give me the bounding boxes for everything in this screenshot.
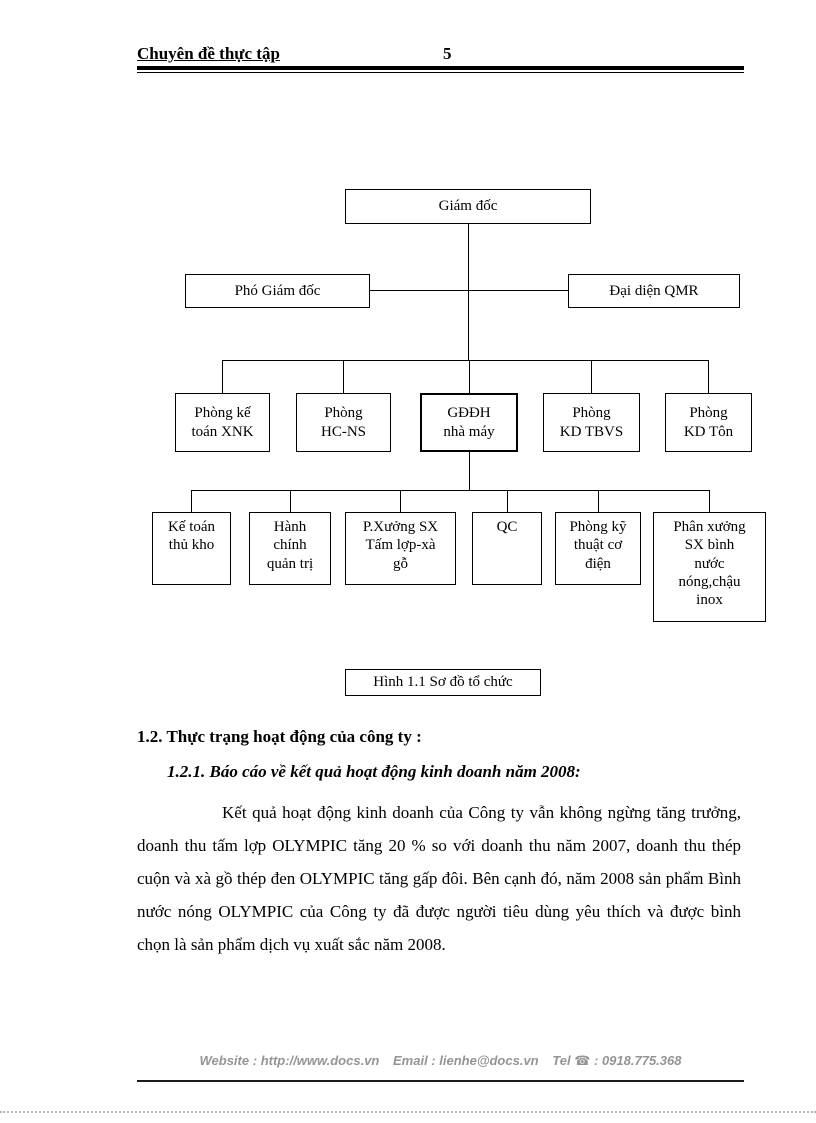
footer-email-label: Email :: [393, 1053, 436, 1068]
org-node-dept-gddh: GĐĐH nhà máy: [420, 393, 518, 452]
footer-rule: [137, 1080, 744, 1082]
org-node-dept-hcns: Phòng HC-NS: [296, 393, 391, 452]
body-paragraph: Kết quả hoạt động kinh doanh của Công ty…: [137, 803, 741, 954]
connector-line: [222, 360, 223, 393]
footer-tel-number: : 0918.775.368: [594, 1053, 682, 1068]
org-node-dept-kd-tbvs: Phòng KD TBVS: [543, 393, 640, 452]
org-node-unit-qc: QC: [472, 512, 542, 585]
bottom-dotted-line: [0, 1110, 816, 1113]
org-node-dept-kd-ton: Phòng KD Tôn: [665, 393, 752, 452]
footer-email-link[interactable]: lienhe@docs.vn: [439, 1053, 539, 1068]
org-node-unit-phanxuong: Phân xưởng SX bình nước nóng,chậu inox: [653, 512, 766, 622]
connector-line: [468, 290, 568, 291]
header-title: Chuyên đề thực tập: [137, 44, 280, 63]
org-node-dept-ketoan-xnk: Phòng kế toán XNK: [175, 393, 270, 452]
chart-caption: Hình 1.1 Sơ đồ tổ chức: [345, 669, 541, 696]
org-node-deputy-director: Phó Giám đốc: [185, 274, 370, 308]
connector-line: [709, 490, 710, 512]
connector-line: [191, 490, 192, 512]
header-rule: [137, 66, 744, 73]
org-node-qmr: Đại diện QMR: [568, 274, 740, 308]
org-node-unit-hanhchinh: Hành chính quản trị: [249, 512, 331, 585]
connector-line: [290, 490, 291, 512]
connector-line: [469, 360, 470, 393]
connector-line: [191, 490, 709, 491]
connector-line: [708, 360, 709, 393]
connector-line: [343, 360, 344, 393]
page-number: 5: [443, 44, 452, 63]
connector-line: [469, 452, 470, 490]
org-node-unit-ketoan-thukho: Kế toán thủ kho: [152, 512, 231, 585]
org-node-director: Giám đốc: [345, 189, 591, 224]
footer-tel-label: Tel: [552, 1053, 571, 1068]
footer-website-label: Website :: [199, 1053, 258, 1068]
connector-line: [400, 490, 401, 512]
org-node-unit-pxuong-sx: P.Xưởng SX Tấm lợp-xà gỗ: [345, 512, 456, 585]
phone-icon: ☎: [574, 1053, 591, 1068]
connector-line: [507, 490, 508, 512]
section-heading-1-2: 1.2. Thực trạng hoạt động của công ty :: [137, 727, 422, 746]
footer-website-link[interactable]: http://www.docs.vn: [260, 1053, 380, 1068]
org-node-unit-kythuat: Phòng kỹ thuật cơ điện: [555, 512, 641, 585]
connector-line: [591, 360, 592, 393]
connector-line: [598, 490, 599, 512]
section-heading-1-2-1: 1.2.1. Báo cáo về kết quả hoạt động kinh…: [167, 762, 581, 781]
connector-line: [370, 290, 468, 291]
connector-line: [468, 224, 469, 360]
footer: Website : http://www.docs.vn Email : lie…: [137, 1053, 744, 1069]
connector-line: [222, 360, 709, 361]
